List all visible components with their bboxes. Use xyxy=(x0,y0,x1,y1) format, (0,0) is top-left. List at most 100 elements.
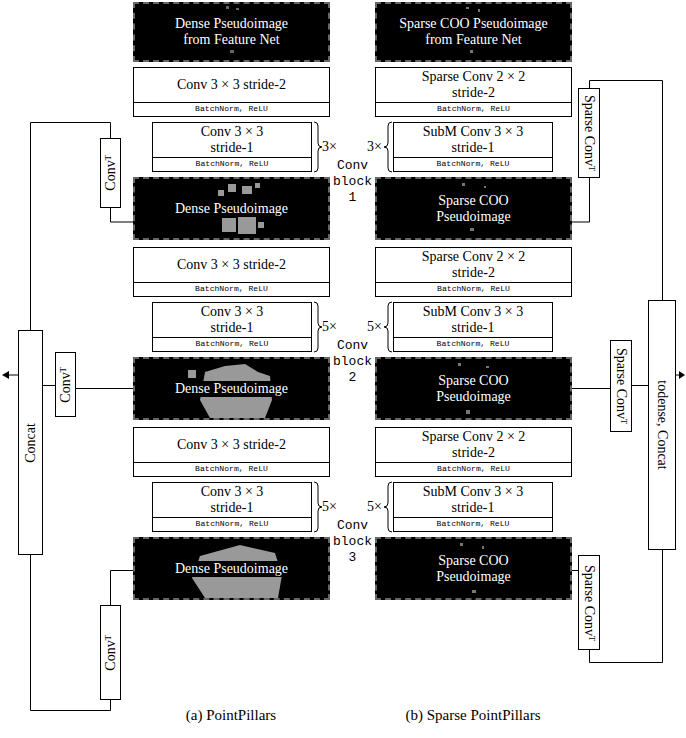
pseudoimage-grounds xyxy=(133,2,572,600)
brace xyxy=(314,482,322,532)
text-area: Concat xyxy=(19,331,42,554)
output-arrows xyxy=(2,371,685,379)
node-text: Convᵀ xyxy=(103,155,119,190)
pseudoimage-box: Sparse COO Pseudoimage xyxy=(375,537,572,600)
repeat-count: 5× xyxy=(356,319,382,335)
side-op-box: Convᵀ xyxy=(100,605,121,700)
node-text: Concat xyxy=(23,423,39,463)
occupied-cell xyxy=(228,184,236,192)
text-area: Convᵀ xyxy=(101,606,120,699)
connector xyxy=(572,178,590,222)
node-text: BatchNorm, ReLU xyxy=(195,105,268,114)
side-op-box: Convᵀ xyxy=(100,138,121,208)
node-text: Sparse COO Pseudoimage xyxy=(422,193,526,225)
node-text: SubM Conv 3 × 3 stride-1 xyxy=(418,304,528,336)
text-area: Conv 3 × 3 stride-2 xyxy=(134,248,329,282)
node-text: BatchNorm, ReLU xyxy=(437,520,510,529)
point-speck xyxy=(470,50,473,53)
node-text: Sparse Conv 2 × 2 stride-2 xyxy=(419,429,529,461)
text-area: todense, Concat xyxy=(649,301,675,549)
arrowhead xyxy=(679,371,685,379)
text-area: BatchNorm, ReLU xyxy=(394,338,552,351)
pseudoimage-ground xyxy=(133,2,330,62)
text-area: Sparse Conv 2 × 2 stride-2 xyxy=(376,248,571,282)
repeat-count: 5× xyxy=(322,499,346,515)
text-area: Dense Pseudoimage xyxy=(135,179,328,238)
node-text: Sparse COO Pseudoimage from Feature Net xyxy=(392,16,556,48)
node-text: Dense Pseudoimage xyxy=(173,561,290,577)
node-text: Convᵀ xyxy=(103,635,119,670)
text-area: Sparse Conv 2 × 2 stride-2 xyxy=(376,428,571,462)
text-area: Dense Pseudoimage from Feature Net xyxy=(135,4,328,60)
node-text: BatchNorm, ReLU xyxy=(195,465,268,474)
point-speck xyxy=(236,8,239,10)
point-speck xyxy=(458,363,461,366)
node-text: Sparse Convᵀ xyxy=(613,348,629,424)
conv-layer-box: Conv 3 × 3 stride-2BatchNorm, ReLU xyxy=(133,247,330,297)
conv-layer-box: Sparse Conv 2 × 2 stride-2BatchNorm, ReL… xyxy=(375,247,572,297)
node-text: todense, Concat xyxy=(654,380,670,469)
text-area: BatchNorm, ReLU xyxy=(376,103,571,116)
text-area: Sparse COO Pseudoimage xyxy=(377,539,570,598)
conv-layer-box: Conv 3 × 3 stride-2BatchNorm, ReLU xyxy=(133,427,330,477)
pseudoimage-box: Dense Pseudoimage xyxy=(133,537,330,600)
occupied-cell xyxy=(238,216,256,234)
node-text: Sparse COO Pseudoimage xyxy=(422,373,526,405)
node-text: BatchNorm, ReLU xyxy=(195,285,268,294)
conv-layer-box: SubM Conv 3 × 3 stride-1BatchNorm, ReLU xyxy=(393,302,553,352)
occupied-cell xyxy=(222,218,236,232)
output-line xyxy=(8,375,18,376)
pseudoimage-ground xyxy=(133,537,330,600)
brace xyxy=(384,122,392,172)
text-area: Convᵀ xyxy=(56,353,75,416)
connector xyxy=(31,555,111,711)
block-name: Conv block 1 xyxy=(330,158,375,206)
text-area: SubM Conv 3 × 3 stride-1 xyxy=(394,483,552,517)
connector xyxy=(111,571,134,606)
conv-layer-box: Conv 3 × 3 stride-1BatchNorm, ReLU xyxy=(152,302,312,352)
pseudoimage-ground xyxy=(375,537,572,600)
node-text: Sparse Convᵀ xyxy=(581,95,597,171)
node-text: BatchNorm, ReLU xyxy=(196,340,269,349)
occupied-cell xyxy=(188,370,196,378)
node-text: BatchNorm, ReLU xyxy=(196,160,269,169)
block-name: Conv block 3 xyxy=(330,518,375,566)
brace xyxy=(314,302,322,352)
side-op-box: Sparse Convᵀ xyxy=(578,88,600,178)
repeat-count: 5× xyxy=(356,499,382,515)
occupied-cell xyxy=(242,186,252,194)
side-op-box: Sparse Convᵀ xyxy=(578,555,600,650)
node-text: BatchNorm, ReLU xyxy=(437,285,510,294)
point-speck xyxy=(470,228,474,231)
node-text: Convᵀ xyxy=(58,367,74,402)
batchnorm-relu-strip: BatchNorm, ReLU xyxy=(394,337,552,351)
arrowhead xyxy=(2,371,9,379)
connector xyxy=(43,385,55,386)
node-text: Sparse COO Pseudoimage xyxy=(422,553,526,585)
point-speck xyxy=(484,186,486,188)
text-area: Dense Pseudoimage xyxy=(135,359,328,418)
text-area: SubM Conv 3 × 3 stride-1 xyxy=(394,303,552,337)
batchnorm-relu-strip: BatchNorm, ReLU xyxy=(394,157,552,171)
conv-layer-box: Sparse Conv 2 × 2 stride-2BatchNorm, ReL… xyxy=(375,67,572,117)
node-text: Sparse Conv 2 × 2 stride-2 xyxy=(419,249,529,281)
pseudoimage-box: Sparse COO Pseudoimage xyxy=(375,357,572,420)
side-op-box: Sparse Convᵀ xyxy=(610,340,632,432)
batchnorm-relu-strip: BatchNorm, ReLU xyxy=(153,157,311,171)
conv-layer-box: SubM Conv 3 × 3 stride-1BatchNorm, ReLU xyxy=(393,482,553,532)
connector xyxy=(572,388,610,389)
repeat-count: 5× xyxy=(322,319,346,335)
point-speck xyxy=(462,183,465,186)
batchnorm-relu-strip: BatchNorm, ReLU xyxy=(134,282,329,296)
connector xyxy=(590,81,663,301)
subfigure-caption: (b) Sparse PointPillars xyxy=(373,706,573,724)
point-speck xyxy=(226,6,229,9)
pseudoimage-ground xyxy=(375,2,572,62)
batchnorm-relu-strip: BatchNorm, ReLU xyxy=(134,102,329,116)
node-text: SubM Conv 3 × 3 stride-1 xyxy=(418,484,528,516)
point-speck xyxy=(466,7,469,9)
text-area: BatchNorm, ReLU xyxy=(153,338,311,351)
point-speck xyxy=(230,50,234,53)
text-area: Sparse Convᵀ xyxy=(579,89,599,177)
occupied-cell xyxy=(218,190,224,196)
